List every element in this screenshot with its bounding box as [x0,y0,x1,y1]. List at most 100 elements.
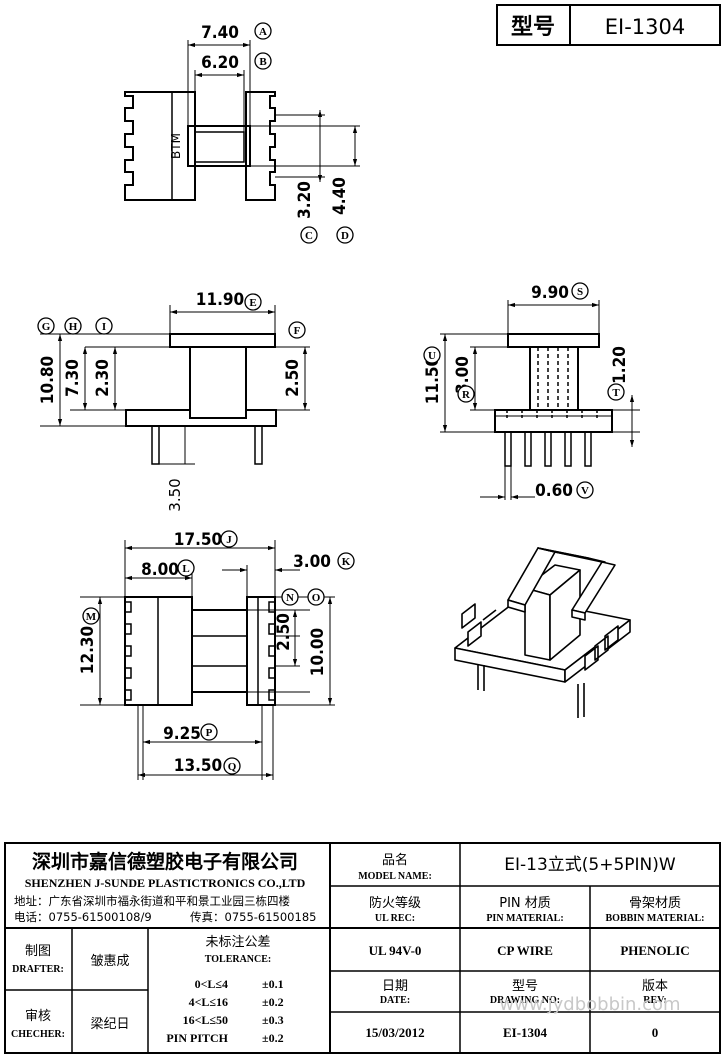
ul-value: UL 94V-0 [369,943,422,958]
dim-j-value: 17.50 [174,530,222,550]
dim-i-value: 2.30 [93,359,113,397]
model-name-en: MODEL NAME: [358,871,432,882]
dim-f-value: 2.50 [283,359,303,397]
drafter-cn: 制图 [25,944,51,959]
letter-label-l: L [182,563,189,575]
dim-h-value: 7.30 [63,359,83,397]
checker-en: CHECHER: [11,1029,65,1040]
pin-material-cn: PIN 材质 [499,896,551,911]
dim-n-value: 2.50 [274,613,294,651]
letter-circle-q [223,757,241,775]
company-cn: 深圳市嘉信德塑胶电子有限公司 [32,850,298,873]
dim-q-value: 13.50 [174,756,222,776]
letter-circle-s [571,282,589,300]
letter-label-v: V [581,485,589,497]
ul-rec-cn: 防火等级 [369,895,421,911]
letter-label-h: H [69,321,78,333]
dim-p-value: 9.25 [163,724,201,744]
tolerance-value-2: ±0.2 [262,995,284,1009]
letter-label-o: O [312,592,321,604]
letter-label-b: B [259,56,267,68]
letter-label-m: M [86,611,97,623]
letter-label-n: N [286,592,294,604]
dim-r-value: 3.00 [453,356,473,394]
letter-circle-b [254,52,272,70]
dim-c-value: 3.20 [295,181,315,219]
dim-pin-value: 3.50 [166,478,184,511]
rev-en: REV: [643,995,667,1006]
checker-cn: 审核 [25,1009,51,1024]
header-box: 型号 EI-1304 [496,4,721,46]
tolerance-range-2: 4<L≤16 [189,995,228,1009]
letter-label-d: D [341,230,349,242]
bobbin-material-cn: 骨架材质 [629,896,681,911]
date-en: DATE: [380,995,410,1006]
drafter-en: DRAFTER: [12,964,64,975]
dim-b-value: 6.20 [201,53,239,73]
dim-a-value: 7.40 [201,23,239,43]
letter-label-u: U [428,350,436,362]
date-cn: 日期 [382,979,408,994]
letter-label-a: A [259,26,267,38]
drafter-value: 皱惠成 [90,953,129,969]
company-en: SHENZHEN J-SUNDE PLASTICTRONICS CO.,LTD [25,876,306,890]
letter-circle-m [82,607,100,625]
title-block-lines [4,842,721,1054]
dim-m-value: 12.30 [78,626,98,674]
dim-l-value: 8.00 [141,560,179,580]
watermark: www.jydbobbin.com [499,994,680,1015]
dim-v-value: 0.60 [535,481,573,501]
letter-circle-l [177,559,195,577]
pin-material-en: PIN MATERIAL: [486,913,563,924]
side-view [440,300,640,500]
drawing-no-value: EI-1304 [503,1025,548,1040]
isometric-view [454,547,631,718]
company-info: 深圳市嘉信德塑胶电子有限公司 SHENZHEN J-SUNDE PLASTICT… [14,850,316,924]
dim-k-value: 3.00 [293,552,331,572]
letter-label-g: G [42,321,51,333]
dim-s-value: 9.90 [531,283,569,303]
rev-cn: 版本 [642,979,668,994]
letter-label-e: E [249,297,256,309]
letter-circle-t [607,383,625,401]
letter-circle-i [95,317,113,335]
company-phone: 电话：0755-61500108/9 [14,910,152,924]
letter-circle-v [576,481,594,499]
letter-label-t: T [612,387,620,399]
title-block-cells: 品名 MODEL NAME: EI-13立式(5+5PIN)W 防火等级 UL … [11,852,704,1045]
tolerance-range-3: 16<L≤50 [183,1013,228,1027]
rev-value: 0 [652,1025,659,1040]
dim-t-value: 1.20 [610,346,630,384]
letter-label-j: J [226,534,232,546]
letter-circle-f [288,321,306,339]
checker-value: 梁纪日 [90,1017,129,1032]
letter-circle-o [307,588,325,606]
letter-label-c: C [305,230,313,242]
bobbin-value: PHENOLIC [620,943,689,958]
letter-circle-g [37,317,55,335]
top-view [124,40,360,201]
header-type-value: EI-1304 [605,15,685,39]
letter-circle-c [300,226,318,244]
ul-rec-en: UL REC: [375,913,415,924]
letter-circle-j [220,530,238,548]
dim-g-value: 10.80 [38,356,58,404]
bobbin-material-en: BOBBIN MATERIAL: [606,913,705,924]
letter-label-s: S [577,286,583,298]
letter-label-q: Q [228,761,237,773]
letter-circle-u [423,346,441,364]
dim-o-value: 10.00 [308,628,328,676]
dim-d-value: 4.40 [330,177,350,215]
tolerance-cn: 未标注公差 [205,935,270,950]
letter-circle-r [457,385,475,403]
dim-u-value: 11.50 [423,356,443,404]
company-address: 地址：广东省深圳市福永街道和平和景工业园三栋四楼 [14,894,290,908]
drawing-no-cn: 型号 [512,979,538,994]
letter-label-p: P [206,727,213,739]
tolerance-value-4: ±0.2 [262,1031,284,1045]
letter-label-f: F [294,325,301,337]
drawing-no-en: DRAWING NO: [490,995,560,1006]
letter-circle-h [64,317,82,335]
